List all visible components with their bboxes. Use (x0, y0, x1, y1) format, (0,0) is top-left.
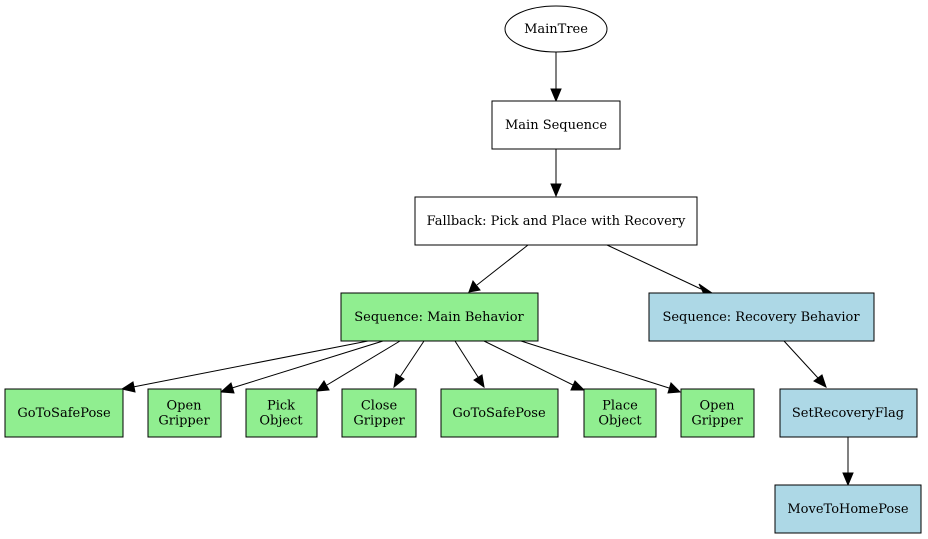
node-label-line: Pick (267, 399, 295, 414)
node-move-to-home-pose: MoveToHomePose (774, 484, 922, 534)
node-main-sequence: Main Sequence (491, 100, 621, 150)
node-goto-safe-pose-2: GoToSafePose (440, 388, 559, 438)
node-sequence-main-behavior: Sequence: Main Behavior (340, 292, 539, 342)
node-label-line: Gripper (158, 414, 210, 429)
node-label-line: Object (598, 414, 642, 429)
edge-seqmain-gotosafe2 (454, 340, 485, 389)
edge-seqrecovery-setrecoveryflag (783, 340, 827, 388)
edge-seqmain-closegripper (393, 340, 425, 389)
edge-seqmain-opengripper2 (520, 340, 682, 394)
edge-mainsequence-fallback (550, 149, 562, 198)
node-label-line: GoToSafePose (452, 406, 546, 421)
edge-maintree-mainsequence (550, 52, 562, 103)
edge-seqmain-placeobject (483, 340, 586, 391)
node-label: Sequence: Recovery Behavior (662, 310, 860, 325)
edges (120, 52, 854, 487)
edge-fallback-seqmain (468, 244, 529, 293)
node-label-line: Open (699, 399, 735, 414)
node-set-recovery-flag: SetRecoveryFlag (779, 388, 918, 438)
nodes: MainTree Main Sequence Fallback: Pick an… (4, 5, 922, 534)
edge-setrecoveryflag-movehome (842, 437, 854, 487)
edge-seqmain-pickobject (315, 340, 401, 392)
node-label-line: GoToSafePose (17, 406, 111, 421)
node-label: Sequence: Main Behavior (354, 310, 524, 325)
node-label-line: Open (166, 399, 202, 414)
node-label-line: Gripper (353, 414, 405, 429)
node-sequence-recovery-behavior: Sequence: Recovery Behavior (648, 292, 875, 342)
node-label: Main Sequence (505, 118, 607, 133)
node-fallback-pick-and-place: Fallback: Pick and Place with Recovery (414, 196, 698, 246)
node-label: GoToSafePose (17, 406, 111, 421)
node-label: GoToSafePose (452, 406, 546, 421)
node-label: MainTree (524, 22, 588, 37)
node-label-line: Place (602, 399, 638, 414)
node-goto-safe-pose-1: GoToSafePose (4, 388, 124, 438)
edge-seqmain-gotosafe1 (120, 340, 369, 393)
node-label: SetRecoveryFlag (792, 406, 904, 421)
node-label-line: Gripper (691, 414, 743, 429)
node-label-line: Close (361, 399, 398, 414)
edge-fallback-seqrecovery (606, 244, 714, 295)
node-label: Fallback: Pick and Place with Recovery (427, 214, 686, 229)
node-label: MoveToHomePose (787, 502, 909, 517)
edge-seqmain-opengripper1 (219, 340, 384, 394)
node-label-line: Object (259, 414, 303, 429)
node-main-tree: MainTree (504, 5, 608, 53)
